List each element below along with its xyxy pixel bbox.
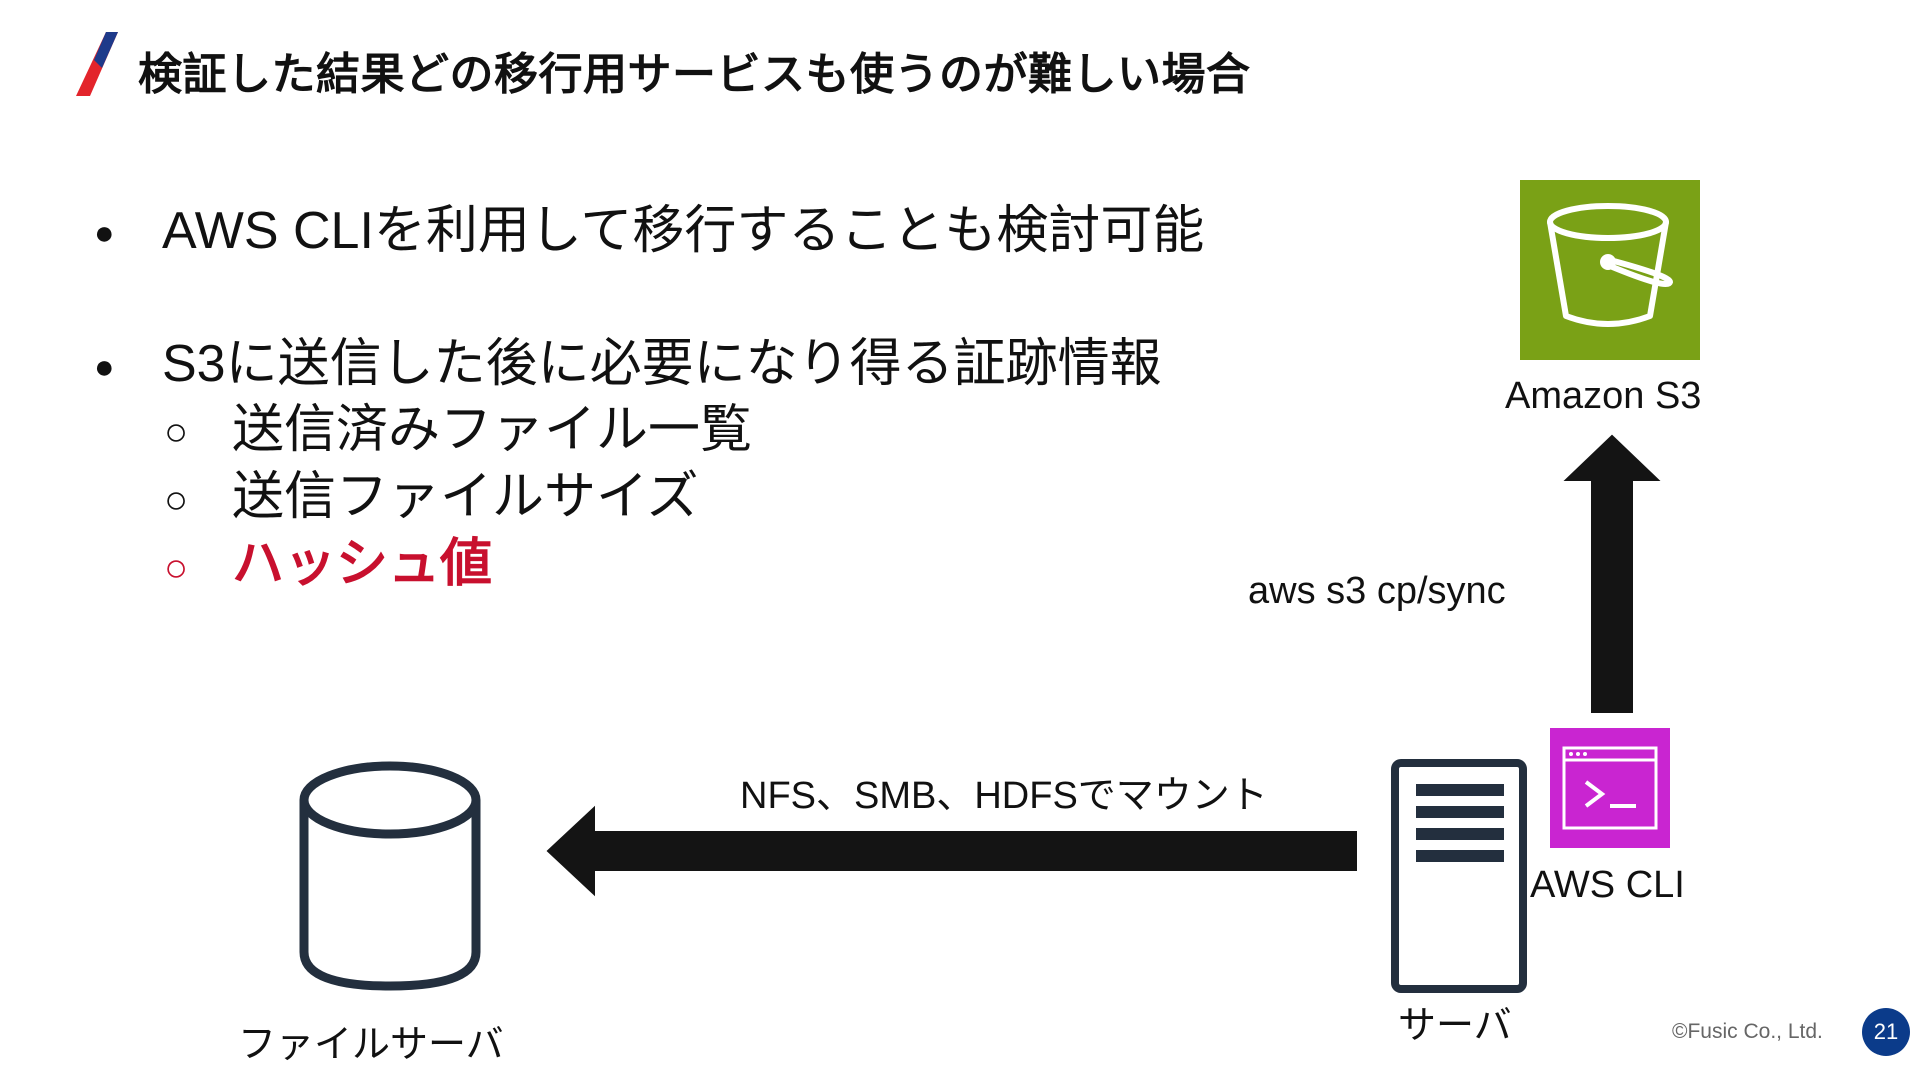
- mount-arrow: [546, 805, 1357, 897]
- terminal-icon: [1562, 746, 1658, 830]
- slide-title: 検証した結果どの移行用サービスも使うのが難しい場合: [138, 50, 1251, 99]
- upload-arrow: [1563, 434, 1661, 713]
- title-accent-icon: [76, 32, 118, 96]
- command-label: aws s3 cp/sync: [1248, 570, 1506, 612]
- sub-bullet-text-highlight: ハッシュ値: [232, 535, 493, 593]
- fileserver-label: ファイルサーバ: [238, 1024, 504, 1066]
- sub-bullet-text-1: 送信済みファイル一覧: [232, 401, 753, 459]
- database-icon: [299, 761, 481, 991]
- sub-bullet-marker: ○: [164, 410, 189, 454]
- mount-label: NFS、SMB、HDFSでマウント: [740, 775, 1268, 817]
- s3-label: Amazon S3: [1505, 375, 1702, 417]
- footer-copyright: ©Fusic Co., Ltd.: [1672, 1020, 1823, 1043]
- bullet-text-2: S3に送信した後に必要になり得る証跡情報: [162, 335, 1162, 393]
- bullet-marker: ●: [94, 214, 115, 252]
- cli-icon-tile: [1550, 728, 1670, 848]
- sub-bullet-marker: ○: [164, 546, 189, 590]
- server-icon: [1391, 759, 1527, 993]
- s3-bucket-icon: [1547, 203, 1673, 327]
- page-number-badge: 21: [1862, 1008, 1910, 1056]
- s3-icon-tile: [1520, 180, 1700, 360]
- server-label: サーバ: [1398, 1005, 1512, 1047]
- cli-label: AWS CLI: [1530, 864, 1685, 906]
- sub-bullet-text-2: 送信ファイルサイズ: [232, 468, 699, 526]
- sub-bullet-marker: ○: [164, 478, 189, 522]
- bullet-text-1: AWS CLIを利用して移行することも検討可能: [162, 202, 1205, 260]
- bullet-marker: ●: [94, 348, 115, 386]
